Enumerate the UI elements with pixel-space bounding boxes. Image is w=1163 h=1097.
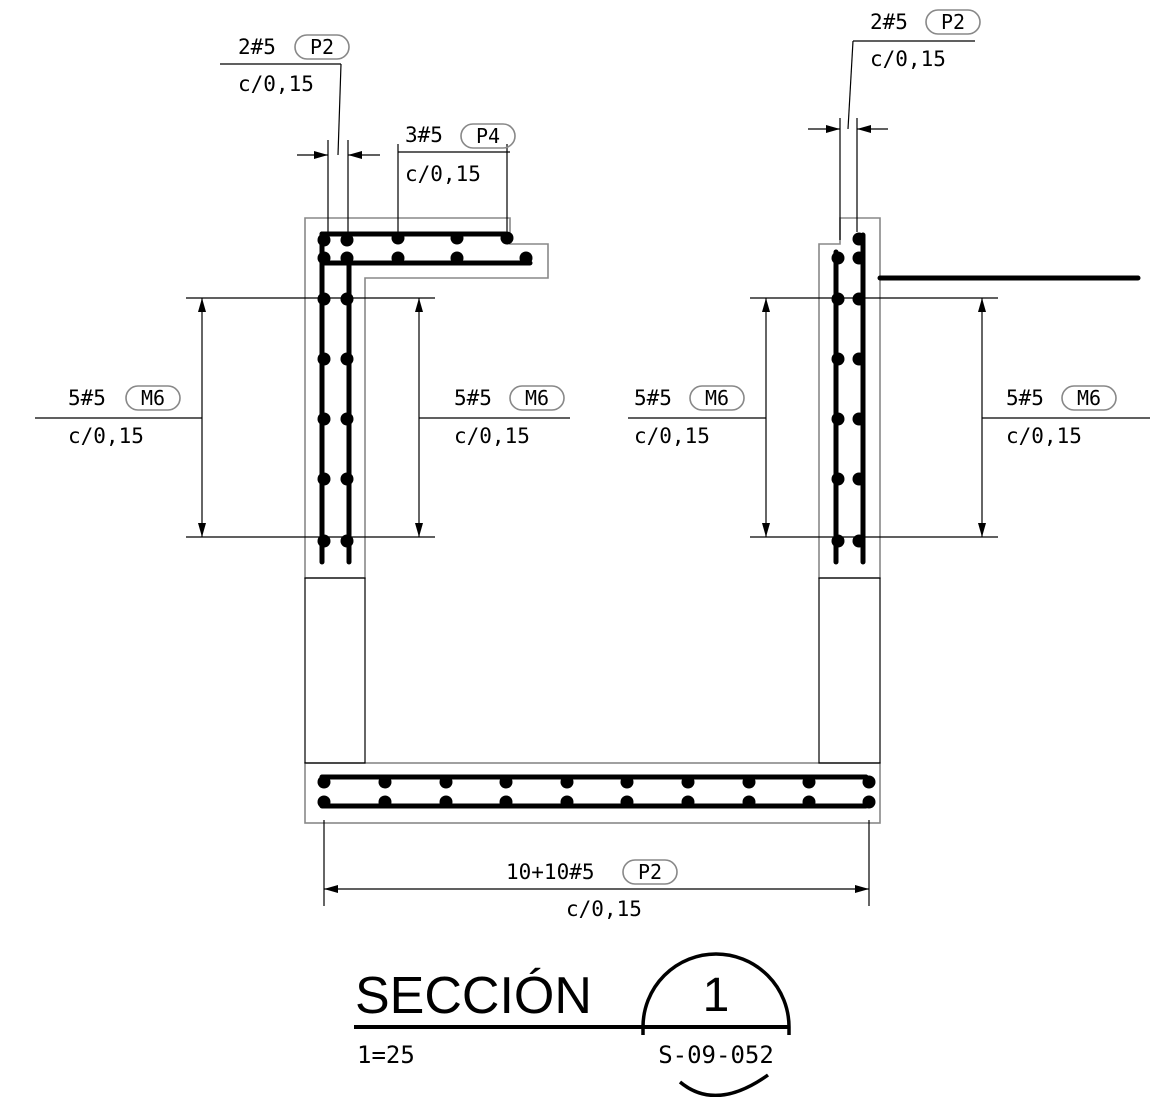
- callout-qty: 5#5: [68, 386, 106, 410]
- rebar-dot: [317, 534, 331, 548]
- callout-qty: 2#5: [238, 35, 276, 59]
- rebar-dot: [831, 412, 845, 426]
- rebar-dot: [852, 534, 866, 548]
- callout-spacing: c/0,15: [870, 47, 946, 71]
- rebar-dot: [862, 795, 876, 809]
- section-scale: 1=25: [357, 1041, 415, 1069]
- callout-left-wall-outer: 5#5 M6 c/0,15: [68, 385, 181, 448]
- rebar-dot: [681, 795, 695, 809]
- rebar-dot: [391, 251, 405, 265]
- rebar-dot: [681, 775, 695, 789]
- callout-base-slab: 10+10#5 P2 c/0,15: [506, 859, 678, 921]
- callout-code: P2: [638, 860, 662, 884]
- rebar-dot: [317, 233, 331, 247]
- rebar-dot: [560, 775, 574, 789]
- rebar-dot: [852, 412, 866, 426]
- rebar-dot: [831, 472, 845, 486]
- rebar-dot: [340, 233, 354, 247]
- callout-qty: 10+10#5: [506, 860, 595, 884]
- rebar-dot: [317, 412, 331, 426]
- rebar-dot: [439, 775, 453, 789]
- rebar-dot: [802, 775, 816, 789]
- rebar-dot: [317, 292, 331, 306]
- rebar-dot: [340, 292, 354, 306]
- callout-code: M6: [141, 386, 165, 410]
- callout-code: P4: [476, 124, 500, 148]
- callout-qty: 5#5: [454, 386, 492, 410]
- callout-qty: 3#5: [405, 123, 443, 147]
- rebar-dot: [499, 775, 513, 789]
- rebar-dot: [620, 795, 634, 809]
- rebar-dot: [317, 352, 331, 366]
- callout-spacing: c/0,15: [454, 424, 530, 448]
- section-title: SECCIÓN: [355, 967, 592, 1025]
- callout-code: M6: [525, 386, 549, 410]
- callout-qty: 5#5: [634, 386, 672, 410]
- rebar-dot: [742, 795, 756, 809]
- rebar-dot: [802, 795, 816, 809]
- callout-code: M6: [705, 386, 729, 410]
- rebar-dot: [831, 352, 845, 366]
- concrete-outline: [304, 217, 881, 824]
- rebar-dot: [852, 352, 866, 366]
- callout-spacing: c/0,15: [566, 897, 642, 921]
- callout-top-left-top: 2#5 P2 c/0,15: [238, 34, 350, 96]
- callout-spacing: c/0,15: [405, 162, 481, 186]
- rebar-dot: [560, 795, 574, 809]
- rebar-dot: [852, 251, 866, 265]
- callout-code: M6: [1077, 386, 1101, 410]
- rebar-dot: [831, 292, 845, 306]
- sheet-reference: S-09-052: [658, 1041, 774, 1069]
- rebar-dot: [450, 231, 464, 245]
- callout-qty: 5#5: [1006, 386, 1044, 410]
- rebar-dot: [391, 231, 405, 245]
- rebar-dot: [317, 775, 331, 789]
- callout-spacing: c/0,15: [634, 424, 710, 448]
- rebar-dot: [340, 251, 354, 265]
- rebar-dot: [378, 775, 392, 789]
- rebar-dots: [317, 231, 876, 809]
- rebar-dot: [378, 795, 392, 809]
- rebar-dot: [519, 251, 533, 265]
- section-title-block: SECCIÓN 1 1=25 S-09-052: [354, 952, 791, 1097]
- rebar-dot: [450, 251, 464, 265]
- section-number: 1: [703, 969, 730, 1022]
- callout-top-left-slab: 3#5 P4 c/0,15: [405, 123, 516, 186]
- callout-code: P2: [310, 35, 334, 59]
- callout-right-wall-outer: 5#5 M6 c/0,15: [1006, 385, 1117, 448]
- rebar-dot: [862, 775, 876, 789]
- dimension-lines: [35, 40, 1150, 906]
- rebar-dot: [831, 534, 845, 548]
- lower-wall-blocks: [304, 577, 881, 764]
- rebar-dot: [340, 352, 354, 366]
- rebar-dot: [317, 795, 331, 809]
- rebar-dot: [852, 472, 866, 486]
- rebar-dot: [439, 795, 453, 809]
- callout-spacing: c/0,15: [1006, 424, 1082, 448]
- rebar-dot: [317, 251, 331, 265]
- rebar-lines: [319, 231, 1141, 809]
- callout-right-wall-inner: 5#5 M6 c/0,15: [634, 385, 745, 448]
- callout-spacing: c/0,15: [68, 424, 144, 448]
- callout-code: P2: [941, 10, 965, 34]
- rebar-dot: [831, 251, 845, 265]
- rebar-dot: [852, 292, 866, 306]
- callout-top-right-top: 2#5 P2 c/0,15: [870, 9, 981, 71]
- rebar-dot: [500, 231, 514, 245]
- rebar-dot: [742, 775, 756, 789]
- rebar-dot: [340, 412, 354, 426]
- callout-left-wall-inner: 5#5 M6 c/0,15: [454, 385, 565, 448]
- rebar-dot: [499, 795, 513, 809]
- callout-qty: 2#5: [870, 10, 908, 34]
- rebar-dot: [340, 472, 354, 486]
- rebar-dot: [340, 534, 354, 548]
- rebar-dot: [620, 775, 634, 789]
- callout-spacing: c/0,15: [238, 72, 314, 96]
- rebar-dot: [317, 472, 331, 486]
- rebar-dot: [852, 232, 866, 246]
